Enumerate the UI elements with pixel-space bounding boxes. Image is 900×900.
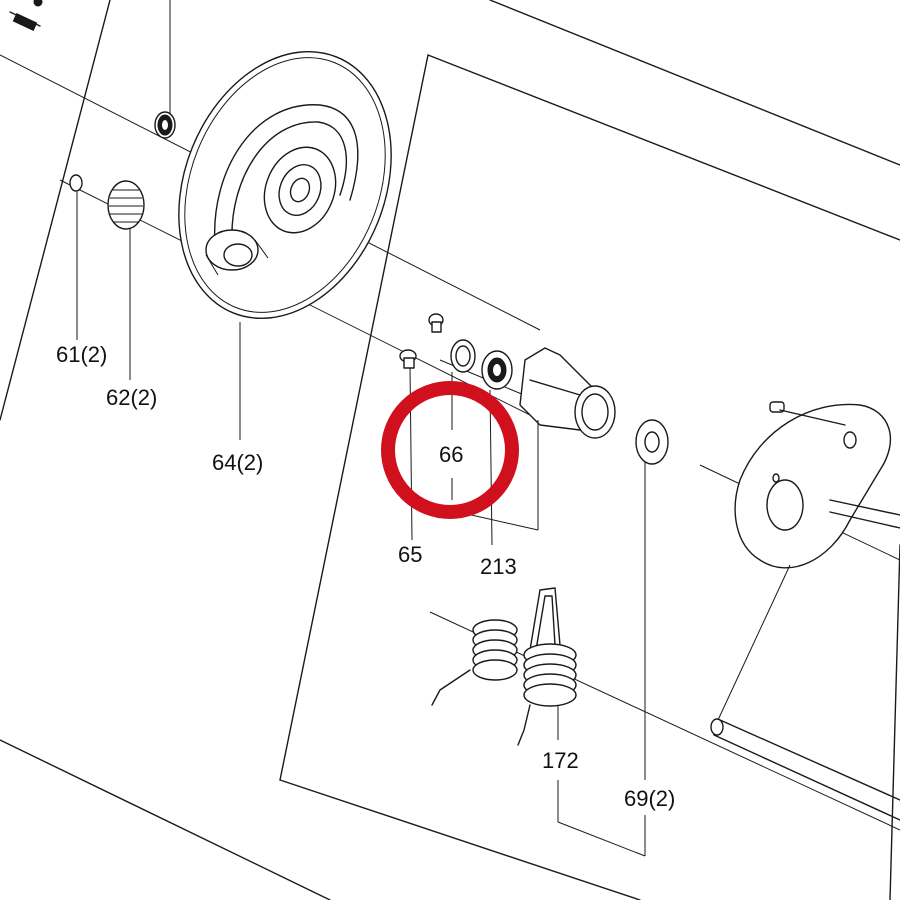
lever-plate-shaft xyxy=(710,401,900,821)
highlight-circle xyxy=(381,381,519,519)
washer-top xyxy=(154,0,176,139)
label-65: 65 xyxy=(398,542,422,567)
sleeve-housing xyxy=(404,347,616,531)
part-66-ring xyxy=(450,339,476,500)
label-66: 66 xyxy=(439,442,463,467)
label-213: 213 xyxy=(480,554,517,579)
screw-parts xyxy=(9,0,43,31)
part-62-gear xyxy=(107,180,145,380)
label-62: 62(2) xyxy=(106,385,157,410)
label-69: 69(2) xyxy=(624,786,675,811)
part-69-washer xyxy=(635,419,669,780)
label-61: 61(2) xyxy=(56,342,107,367)
label-64: 64(2) xyxy=(212,450,263,475)
part-172-springs xyxy=(431,587,646,857)
part-64-disc xyxy=(178,50,392,440)
label-172: 172 xyxy=(542,748,579,773)
part-61-ring xyxy=(69,174,83,340)
